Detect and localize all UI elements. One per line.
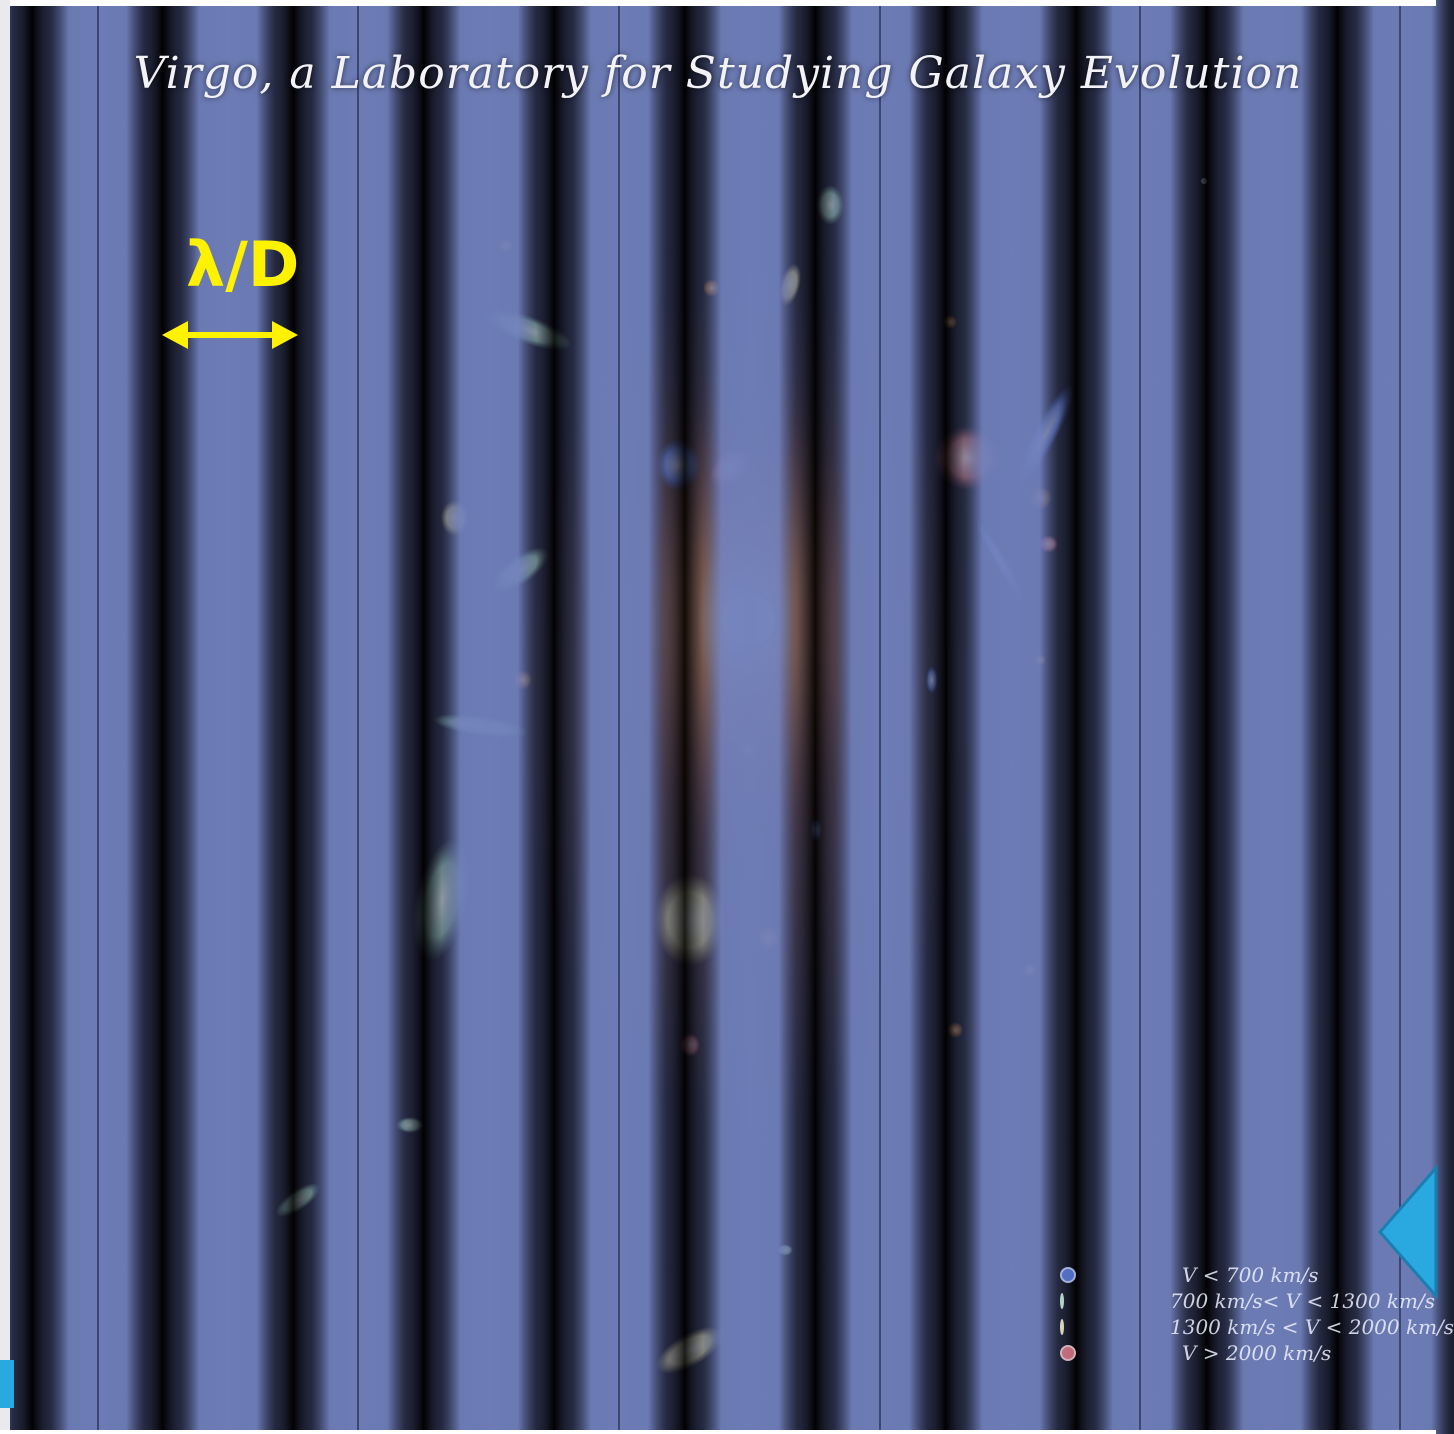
slide-corner-tab [0, 1360, 14, 1408]
legend-label: 700 km/s< V < 1300 km/s [1170, 1289, 1435, 1313]
slide-bottom-border [0, 1430, 1436, 1434]
yellow-galaxy-icon [1060, 1319, 1064, 1335]
legend-label: V > 2000 km/s [1182, 1341, 1332, 1365]
red-galaxy-icon [1060, 1345, 1076, 1361]
blue-galaxy-icon [1060, 1267, 1076, 1283]
green-galaxy-icon [1060, 1293, 1064, 1309]
double-headed-arrow-icon [162, 321, 298, 349]
velocity-legend: V < 700 km/s 700 km/s< V < 1300 km/s 130… [1060, 1262, 1454, 1366]
legend-label: V < 700 km/s [1182, 1263, 1319, 1287]
legend-item: 700 km/s< V < 1300 km/s [1060, 1288, 1435, 1314]
slide-title: Virgo, a Laboratory for Studying Galaxy … [133, 48, 1303, 99]
legend-label: 1300 km/s < V < 2000 km/s [1170, 1315, 1454, 1339]
angular-resolution-label: λ/D [186, 228, 300, 301]
previous-slide-arrow-icon[interactable] [1378, 1164, 1438, 1300]
legend-item: 1300 km/s < V < 2000 km/s [1060, 1314, 1454, 1340]
slide-top-border [0, 0, 1436, 6]
legend-item: V < 700 km/s [1060, 1262, 1420, 1288]
slide-left-border [0, 0, 10, 1434]
legend-item: V > 2000 km/s [1060, 1340, 1420, 1366]
